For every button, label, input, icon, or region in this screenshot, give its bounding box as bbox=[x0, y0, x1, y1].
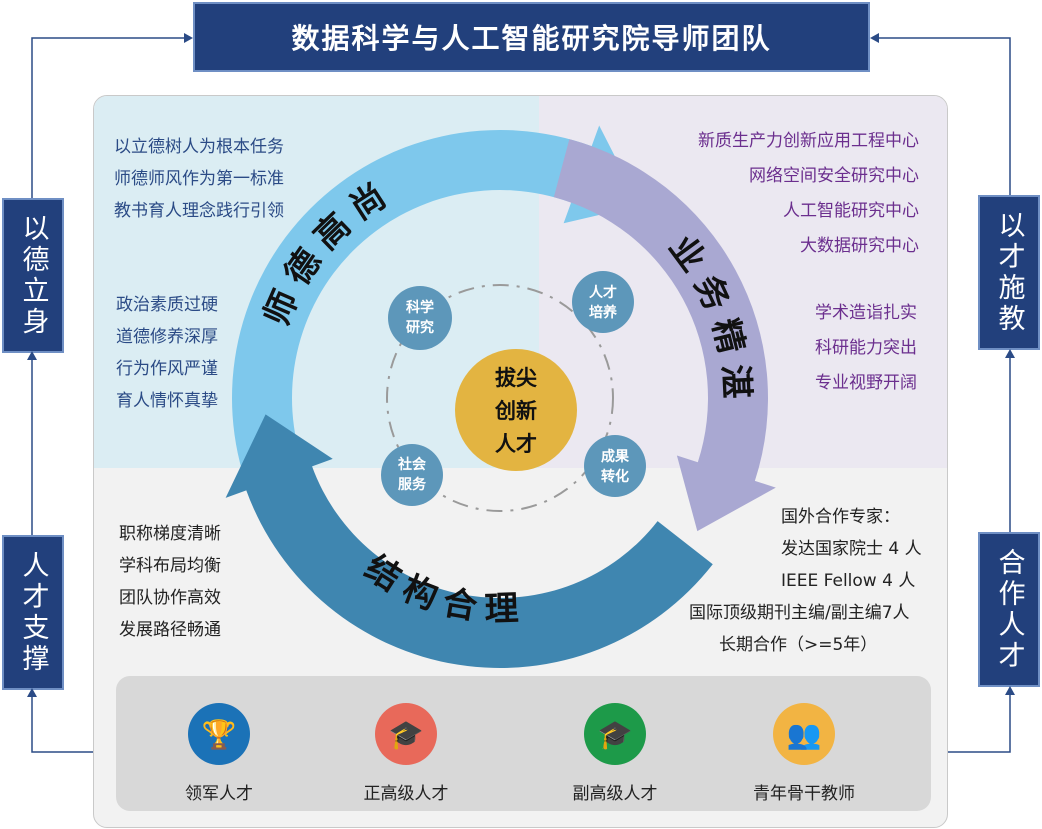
node-training bbox=[572, 271, 634, 333]
text-line: 长期合作（>=5年） bbox=[719, 635, 878, 655]
text-line: 人工智能研究中心 bbox=[783, 201, 919, 221]
text-line: 育人情怀真挚 bbox=[116, 391, 218, 411]
side-label-left-top: 以德立身 bbox=[2, 198, 64, 353]
left-mid-text: 政治素质过硬 道德修养深厚 行为作风严谨 育人情怀真挚 bbox=[116, 289, 218, 417]
node-text: 社会 bbox=[397, 456, 427, 473]
text-line: 教书育人理念践行引领 bbox=[114, 201, 284, 221]
group-icon: 👥 bbox=[773, 703, 835, 765]
talent-label: 领军人才 bbox=[185, 784, 253, 804]
text-line: 发展路径畅通 bbox=[119, 620, 221, 640]
text-line: 网络空间安全研究中心 bbox=[749, 166, 919, 186]
side-label-left-bottom: 人才支撑 bbox=[2, 535, 64, 690]
text-line: 学术造诣扎实 bbox=[815, 303, 917, 323]
business-arrow bbox=[553, 139, 776, 532]
node-text: 科学 bbox=[406, 299, 434, 316]
talent-senior: 🎓 正高级人才 bbox=[336, 703, 476, 804]
side-label-right-top: 以才施教 bbox=[978, 195, 1040, 350]
center-circle bbox=[455, 349, 577, 471]
text-line: 师德师风作为第一标准 bbox=[114, 169, 284, 189]
talent-young: 👥 青年骨干教师 bbox=[734, 703, 874, 804]
right-top-text: 新质生产力创新应用工程中心 网络空间安全研究中心 人工智能研究中心 大数据研究中… bbox=[698, 124, 919, 264]
node-text: 成果 bbox=[601, 448, 630, 465]
text-line: 职称梯度清晰 bbox=[119, 524, 221, 544]
talent-associate: 🎓 副高级人才 bbox=[545, 703, 685, 804]
text-line: 行为作风严谨 bbox=[116, 359, 218, 379]
right-bottom-text: 国外合作专家： 发达国家院士 4 人 IEEE Fellow 4 人 国际顶级期… bbox=[689, 501, 922, 661]
dashed-orbit bbox=[386, 284, 614, 512]
text-line: 学科布局均衡 bbox=[119, 556, 221, 576]
talent-bar: 🏆 领军人才 🎓 正高级人才 🎓 副高级人才 👥 青年骨干教师 bbox=[116, 676, 931, 811]
text-line: 以立德树人为根本任务 bbox=[114, 137, 284, 157]
text-line: 科研能力突出 bbox=[815, 338, 917, 358]
text-line: 大数据研究中心 bbox=[800, 236, 919, 256]
text-line: 道德修养深厚 bbox=[116, 327, 218, 347]
talent-label: 副高级人才 bbox=[572, 784, 658, 804]
text-line: 专业视野开阔 bbox=[815, 373, 917, 393]
node-transfer bbox=[584, 435, 646, 497]
left-bottom-text: 职称梯度清晰 学科布局均衡 团队协作高效 发展路径畅通 bbox=[119, 518, 221, 646]
ethics-arrow bbox=[232, 125, 640, 490]
talent-label: 青年骨干教师 bbox=[753, 784, 855, 804]
side-label-right-bottom: 合作人才 bbox=[978, 532, 1040, 687]
text-line: 团队协作高效 bbox=[119, 588, 221, 608]
right-mid-text: 学术造诣扎实 科研能力突出 专业视野开阔 bbox=[815, 296, 917, 401]
center-text: 人才 bbox=[495, 432, 537, 456]
text-line: 国外合作专家： bbox=[781, 507, 900, 527]
node-text: 培养 bbox=[589, 304, 618, 321]
node-text: 研究 bbox=[406, 319, 434, 336]
center-text: 拔尖 bbox=[495, 366, 537, 390]
node-text: 转化 bbox=[601, 468, 629, 485]
talent-leading: 🏆 领军人才 bbox=[149, 703, 289, 804]
text-line: 国际顶级期刊主编/副主编7人 bbox=[689, 603, 910, 623]
text-line: IEEE Fellow 4 人 bbox=[781, 571, 916, 591]
text-line: 发达国家院士 4 人 bbox=[781, 539, 922, 559]
trophy-icon: 🏆 bbox=[188, 703, 250, 765]
node-text: 人才 bbox=[589, 284, 617, 301]
graduate-icon: 🎓 bbox=[375, 703, 437, 765]
page-title: 数据科学与人工智能研究院导师团队 bbox=[193, 2, 870, 72]
left-top-text: 以立德树人为根本任务 师德师风作为第一标准 教书育人理念践行引领 bbox=[114, 131, 284, 227]
node-text: 服务 bbox=[398, 476, 427, 493]
structure-arrow bbox=[225, 414, 713, 668]
talent-label: 正高级人才 bbox=[363, 784, 449, 804]
node-research bbox=[388, 286, 452, 350]
graduate-icon: 🎓 bbox=[584, 703, 646, 765]
center-text: 创新 bbox=[494, 399, 537, 423]
text-line: 政治素质过硬 bbox=[116, 295, 218, 315]
node-service bbox=[381, 444, 443, 506]
text-line: 新质生产力创新应用工程中心 bbox=[698, 131, 919, 151]
